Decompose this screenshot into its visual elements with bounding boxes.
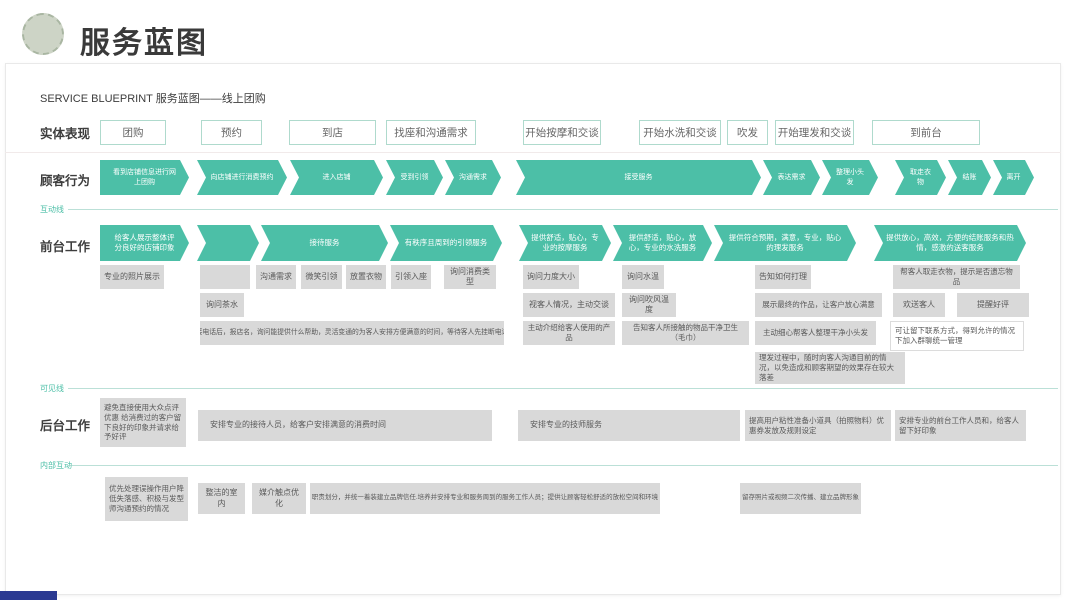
internal-line-label: 内部互动 — [40, 461, 72, 470]
frontstage-note: 告知如何打理 — [755, 265, 811, 289]
backstage-box: 避免直接使用大众点评优惠 给消费过的客户留下良好的印象并请求给予好评 — [100, 398, 186, 447]
frontstage-note: 理发过程中，随时向客人沟通目前的情况，以免造成和顾客期望的效果存在较大落差 — [755, 352, 905, 384]
frontstage-arrow: 给客人展示整体评分良好的店铺印象 — [100, 225, 189, 261]
internal-box: 整洁的室内 — [198, 483, 245, 514]
backstage-box: 安排专业的前台工作人员和，给客人留下好印象 — [895, 410, 1026, 441]
frontstage-arrow: 有秩序且周到的引领服务 — [390, 225, 502, 261]
customer-arrow: 表达需求 — [763, 160, 820, 195]
physical-box: 到前台 — [872, 120, 980, 145]
frontstage-note: 展示最终的作品，让客户放心满意 — [755, 293, 882, 317]
frontstage-note: 可让留下联系方式，得到允许的情况下加入群聊统一管理 — [890, 321, 1024, 351]
frontstage-arrow: 提供舒适，贴心，专业的按摩服务 — [519, 225, 611, 261]
backstage-box: 提高用户粘性准备小道具（拍照物料）优惠券发放及规则设定 — [745, 410, 891, 441]
frontstage-note — [200, 265, 250, 289]
physical-box: 开始理发和交谈 — [775, 120, 854, 145]
frontstage-arrow: 提供舒适，贴心，放心，专业的水洗服务 — [613, 225, 712, 261]
frontstage-note: 提醒好评 — [957, 293, 1029, 317]
interaction-line — [68, 209, 1058, 210]
frontstage-arrow: 提供符合预期，满意，专业，贴心的理发服务 — [714, 225, 856, 261]
row-divider — [5, 152, 1061, 153]
frontstage-note: 视客人情况，主动交谈 — [523, 293, 615, 317]
customer-arrow: 结账 — [948, 160, 991, 195]
frontstage-note: 沟通需求 — [256, 265, 296, 289]
internal-box: 媒介触点优化 — [252, 483, 306, 514]
frontstage-note: 专业的照片展示 — [100, 265, 164, 289]
blueprint-subtitle: SERVICE BLUEPRINT 服务蓝图——线上团购 — [40, 93, 266, 105]
physical-box: 开始按摩和交谈 — [523, 120, 601, 145]
customer-arrow: 接受服务 — [516, 160, 761, 195]
frontstage-note: 告知客人所接触的物品干净卫生（毛巾） — [622, 321, 749, 345]
frontstage-note: 接电话后，报店名，询问能提供什么帮助，灵活变通的为客人安排方便满意的时间，等待客… — [200, 321, 504, 345]
frontstage-note: 询问力度大小 — [523, 265, 579, 289]
internal-line — [68, 465, 1058, 466]
customer-arrow: 进入店铺 — [290, 160, 383, 195]
frontstage-note: 帮客人取走衣物，提示是否遗忘物品 — [893, 265, 1020, 289]
customer-arrow: 向店铺进行消费预约 — [197, 160, 287, 195]
customer-arrow: 整理小头发 — [822, 160, 878, 195]
physical-box: 找座和沟通需求 — [386, 120, 476, 145]
physical-box: 到店 — [289, 120, 376, 145]
interaction-line-label: 互动线 — [40, 205, 64, 214]
frontstage-arrow — [197, 225, 259, 261]
customer-arrow: 受到引领 — [386, 160, 443, 195]
internal-box: 优先处理误操作用户降低失落感、积极与发型师沟通预约的情况 — [105, 477, 188, 521]
customer-arrow: 看到店铺信息进行网上团购 — [100, 160, 189, 195]
internal-box: 职责划分，并统一着装建立品牌信任.培养并安排专业和服务周到的服务工作人员；提供让… — [310, 483, 660, 514]
frontstage-note: 主动细心帮客人整理干净小头发 — [755, 321, 876, 345]
frontstage-note: 询问茶水 — [200, 293, 244, 317]
customer-arrow: 沟通需求 — [445, 160, 501, 195]
internal-box: 留存照片或视频二次传播、建立品牌形象 — [740, 483, 861, 514]
visibility-line — [68, 388, 1058, 389]
lane-label-frontstage: 前台工作 — [40, 240, 91, 254]
frontstage-note: 主动介绍给客人使用的产品 — [523, 321, 615, 345]
bottom-accent-bar — [0, 591, 57, 600]
backstage-box: 安排专业的接待人员，给客户安排满意的消费时间 — [198, 410, 492, 441]
lane-label-backstage: 后台工作 — [40, 419, 91, 433]
frontstage-note: 微笑引领 — [301, 265, 342, 289]
visibility-line-label: 可见线 — [40, 384, 64, 393]
frontstage-arrow: 提供放心，高效，方便的结账服务和热情，感激的送客服务 — [874, 225, 1026, 261]
customer-arrow: 取走衣物 — [895, 160, 946, 195]
frontstage-note: 放置衣物 — [346, 265, 386, 289]
frontstage-note: 询问水温 — [622, 265, 664, 289]
page-title: 服务蓝图 — [80, 27, 208, 60]
lane-label-customer: 顾客行为 — [40, 174, 91, 188]
physical-box: 开始水洗和交谈 — [639, 120, 721, 145]
frontstage-note: 引领入座 — [391, 265, 431, 289]
lane-label-physical: 实体表现 — [40, 127, 91, 141]
backstage-box: 安排专业的技师服务 — [518, 410, 740, 441]
frontstage-note: 询问吹风温度 — [622, 293, 676, 317]
physical-box: 预约 — [201, 120, 262, 145]
logo-icon — [17, 8, 69, 60]
physical-box: 团购 — [100, 120, 166, 145]
frontstage-note: 欢送客人 — [893, 293, 945, 317]
frontstage-arrow: 接待服务 — [261, 225, 388, 261]
frontstage-note: 询问消费类型 — [444, 265, 496, 289]
physical-box: 吹发 — [727, 120, 768, 145]
